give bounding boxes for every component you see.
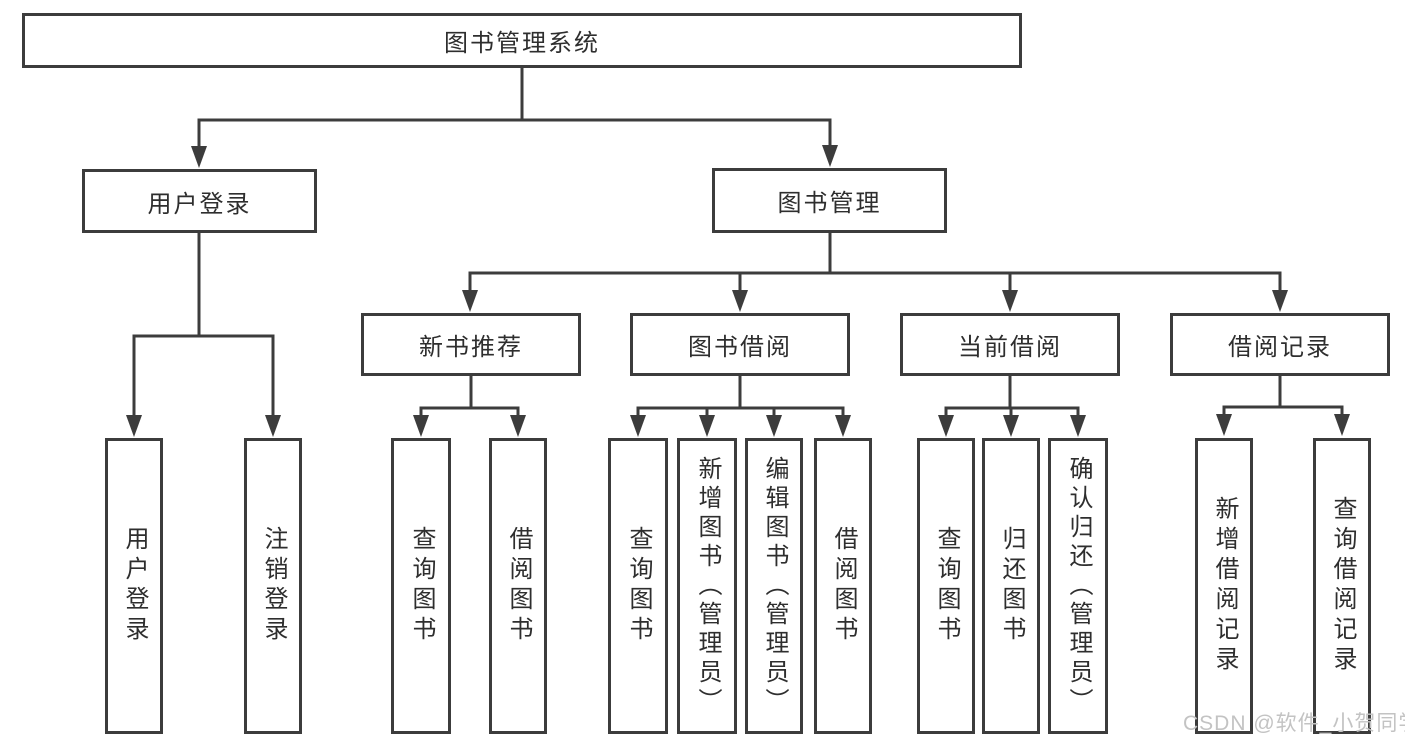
- leaf-query-borrow-record-label: 查询借阅记录: [1329, 496, 1356, 676]
- leaf-add-book-admin-label: 新增图书（管理员）: [694, 455, 721, 717]
- leaf-confirm-return-admin-label: 确认归还（管理员）: [1065, 455, 1092, 717]
- leaf-add-borrow-record: 新增借阅记录: [1195, 438, 1253, 734]
- leaf-logout-label: 注销登录: [260, 526, 287, 646]
- leaf-query-book-borrow-label: 查询图书: [625, 526, 652, 646]
- node-book-borrow: 图书借阅: [630, 313, 850, 376]
- leaf-user-login: 用户登录: [105, 438, 163, 734]
- leaf-query-book-borrow: 查询图书: [608, 438, 668, 734]
- node-book-management-group-label: 图书管理: [777, 190, 882, 217]
- leaf-edit-book-admin: 编辑图书（管理员）: [745, 438, 803, 734]
- leaf-borrow-book-recommend-label: 借阅图书: [505, 526, 532, 646]
- node-new-book-recommend-label: 新书推荐: [419, 334, 523, 361]
- node-current-borrow-label: 当前借阅: [958, 334, 1062, 361]
- leaf-add-book-admin: 新增图书（管理员）: [677, 438, 737, 734]
- leaf-add-borrow-record-label: 新增借阅记录: [1211, 496, 1238, 676]
- node-user-login-group-label: 用户登录: [147, 190, 252, 218]
- node-borrow-records-label: 借阅记录: [1228, 334, 1332, 361]
- node-current-borrow: 当前借阅: [900, 313, 1120, 376]
- csdn-watermark: CSDN @软件_小贺同学: [1183, 712, 1405, 735]
- leaf-borrow-book-recommend: 借阅图书: [489, 438, 547, 734]
- leaf-borrow-book-label: 借阅图书: [830, 526, 857, 646]
- leaf-user-login-label: 用户登录: [121, 526, 148, 646]
- node-root-system-label: 图书管理系统: [444, 30, 600, 57]
- leaf-edit-book-admin-label: 编辑图书（管理员）: [761, 455, 788, 717]
- node-root-system: 图书管理系统: [22, 13, 1022, 68]
- node-borrow-records: 借阅记录: [1170, 313, 1390, 376]
- leaf-return-book: 归还图书: [982, 438, 1040, 734]
- leaf-query-book-recommend-label: 查询图书: [408, 526, 435, 646]
- connector-arrowheads: [126, 145, 1350, 437]
- leaf-return-book-label: 归还图书: [998, 526, 1025, 646]
- leaf-query-book-current: 查询图书: [917, 438, 975, 734]
- leaf-query-book-current-label: 查询图书: [933, 526, 960, 646]
- leaf-confirm-return-admin: 确认归还（管理员）: [1048, 438, 1108, 734]
- leaf-logout: 注销登录: [244, 438, 302, 734]
- leaf-borrow-book: 借阅图书: [814, 438, 872, 734]
- leaf-query-book-recommend: 查询图书: [391, 438, 451, 734]
- node-book-management-group: 图书管理: [712, 168, 947, 233]
- node-new-book-recommend: 新书推荐: [361, 313, 581, 376]
- leaf-query-borrow-record: 查询借阅记录: [1313, 438, 1371, 734]
- node-book-borrow-label: 图书借阅: [688, 334, 792, 361]
- node-user-login-group: 用户登录: [82, 169, 317, 233]
